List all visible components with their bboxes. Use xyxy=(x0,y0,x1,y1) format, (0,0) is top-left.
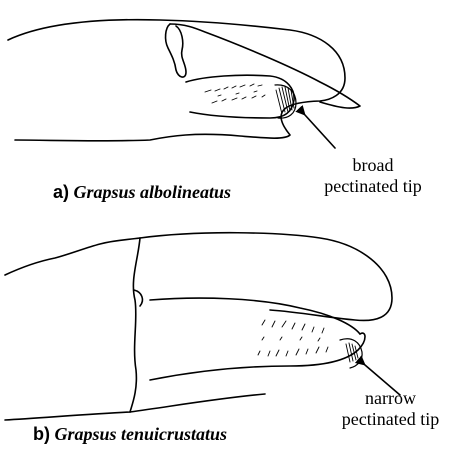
annotation-a-line1: broad xyxy=(298,155,448,176)
setae-a xyxy=(205,84,265,103)
claw-a-drawing xyxy=(8,20,360,141)
caption-a-species: Grapsus albolineatus xyxy=(74,182,232,202)
caption-a-letter: a) xyxy=(53,182,69,202)
pectinated-tip-narrow xyxy=(346,343,358,362)
caption-a: a) Grapsus albolineatus xyxy=(53,183,231,201)
pollex-b xyxy=(150,333,365,380)
annotation-a: broad pectinated tip xyxy=(298,155,448,197)
hinge-b xyxy=(130,238,140,412)
pectinated-tip-broad xyxy=(276,87,294,114)
caption-b-species: Grapsus tenuicrustatus xyxy=(55,424,228,444)
setae-b xyxy=(258,320,328,356)
arrow-a xyxy=(305,115,335,148)
dactyl-b xyxy=(150,298,360,334)
annotation-a-line2: pectinated tip xyxy=(298,176,448,197)
annotation-b-line1: narrow xyxy=(328,388,453,409)
caption-b-letter: b) xyxy=(33,424,50,444)
caption-b: b) Grapsus tenuicrustatus xyxy=(33,425,227,443)
annotation-b: narrow pectinated tip xyxy=(328,388,453,430)
annotation-b-line2: pectinated tip xyxy=(328,409,453,430)
